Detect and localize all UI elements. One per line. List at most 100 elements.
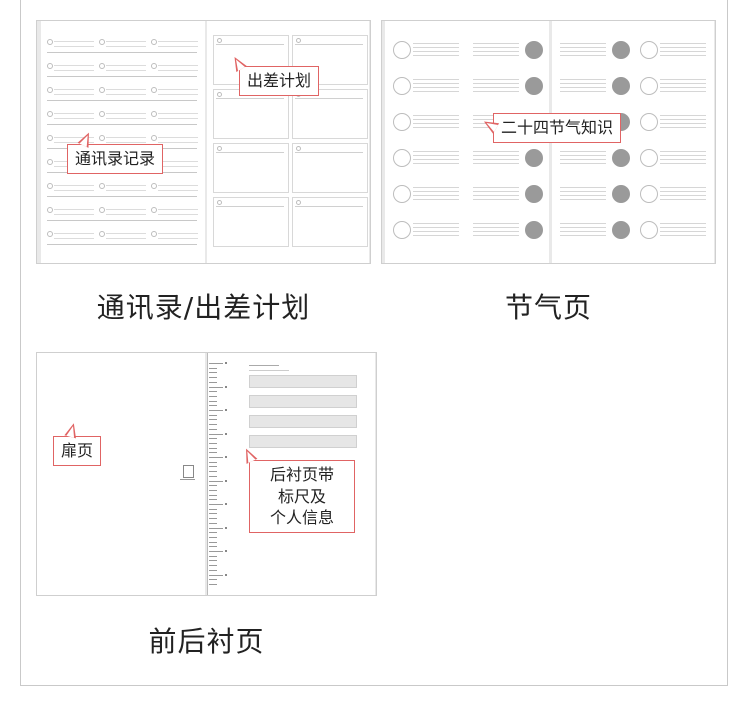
solar-term-text-line: [660, 223, 706, 224]
contact-entry-marker: [99, 39, 105, 45]
solar-term-filled-icon: [525, 41, 543, 59]
trip-plan-box-marker: [217, 200, 222, 205]
solar-terms-callout: 二十四节气知识: [493, 113, 622, 143]
contact-entry-line: [54, 65, 94, 66]
contact-entry-line: [106, 113, 146, 114]
ruler-tick: [209, 504, 223, 505]
ruler-tick: [209, 546, 217, 548]
contact-entry-line: [158, 113, 198, 114]
solar-term-seal-icon: [393, 221, 411, 239]
contact-row-divider: [47, 196, 197, 197]
ruler-tick: [209, 372, 217, 374]
solar-term-text-line: [560, 87, 606, 88]
ruler-edge-line: [207, 353, 208, 595]
solar-term-text-line: [413, 115, 459, 116]
solar-term-text-line: [560, 91, 606, 92]
solar-term-text-line: [413, 123, 459, 124]
contact-entry-line: [158, 89, 198, 90]
contact-entry-marker: [47, 159, 53, 165]
solar-term-text-line: [660, 159, 706, 160]
ruler-number-mark: [225, 456, 227, 458]
solar-term-text-line: [660, 127, 706, 128]
ruler-number-mark: [225, 432, 227, 435]
solar-term-text-line: [560, 195, 606, 196]
solar-term-text-line: [413, 231, 459, 232]
ruler-tick: [209, 410, 223, 411]
contact-entry-line: [54, 118, 94, 119]
ruler-tick: [209, 532, 217, 534]
solar-term-seal-icon: [393, 77, 411, 95]
solar-term-text-line: [473, 151, 519, 152]
solar-term-text-line: [660, 191, 706, 192]
trip-plan-box-marker: [296, 38, 301, 43]
contact-entry-marker: [99, 63, 105, 69]
contact-entry-line: [106, 118, 146, 119]
trip-plan-box-header-line: [216, 44, 284, 45]
ruler-tick: [209, 433, 223, 435]
solar-term-text-line: [413, 43, 459, 44]
contact-entry-marker: [47, 183, 53, 189]
contact-row-divider: [47, 52, 197, 53]
solar-term-seal-icon: [393, 41, 411, 59]
solar-term-text-line: [473, 223, 519, 224]
contact-entry-marker: [99, 231, 105, 237]
title-page-emblem-line: [180, 479, 195, 480]
ruler-tick: [209, 569, 217, 571]
contact-entry-line: [158, 70, 198, 71]
contact-entry-line: [106, 41, 146, 42]
solar-term-text-line: [660, 115, 706, 116]
trip-plan-box: [292, 197, 368, 247]
solar-term-text-line: [473, 83, 519, 84]
contact-entry-line: [54, 190, 94, 191]
solar-term-text-line: [660, 91, 706, 92]
ruler-number-mark: [225, 526, 227, 529]
solar-term-text-line: [660, 227, 706, 228]
solar-term-text-line: [413, 51, 459, 52]
contact-entry-line: [158, 142, 198, 143]
solar-term-text-line: [560, 43, 606, 44]
ruler-number-mark: [225, 573, 227, 576]
solar-term-text-line: [413, 127, 459, 128]
trip-plan-box: [213, 197, 289, 247]
contact-entry-line: [158, 166, 198, 167]
ruler-tick: [209, 489, 217, 491]
contact-entry-line: [158, 94, 198, 95]
contact-entry-marker: [47, 63, 53, 69]
ruler-tick: [209, 447, 217, 449]
solar-term-text-line: [413, 151, 459, 152]
solar-term-text-line: [473, 91, 519, 92]
solar-term-text-line: [660, 79, 706, 80]
contact-entry-line: [106, 214, 146, 215]
solar-term-text-line: [473, 47, 519, 48]
info-title-line: [249, 365, 279, 366]
contact-entry-line: [54, 41, 94, 42]
solar-term-text-line: [473, 235, 519, 236]
contact-entry-line: [54, 185, 94, 186]
solar-term-filled-icon: [612, 77, 630, 95]
solar-term-text-line: [413, 47, 459, 48]
solar-term-text-line: [660, 43, 706, 44]
solar-term-text-line: [660, 151, 706, 152]
solar-term-text-line: [560, 163, 606, 164]
trip-plan-box: [213, 89, 289, 139]
solar-term-text-line: [413, 163, 459, 164]
solar-term-text-line: [473, 51, 519, 52]
contact-entry-marker: [47, 39, 53, 45]
solar-term-filled-icon: [612, 221, 630, 239]
title-page: [37, 353, 205, 595]
solar-term-text-line: [413, 227, 459, 228]
solar-term-text-line: [660, 235, 706, 236]
solar-term-text-line: [660, 155, 706, 156]
ruler-tick: [209, 367, 217, 369]
info-field-bar: [249, 395, 357, 408]
solar-term-text-line: [560, 155, 606, 156]
contact-entry-marker: [47, 87, 53, 93]
solar-term-text-line: [413, 91, 459, 92]
solar-term-text-line: [560, 199, 606, 200]
solar-term-text-line: [660, 87, 706, 88]
contact-entry-line: [158, 233, 198, 234]
ruler-tick: [209, 555, 217, 557]
endpapers-caption: 前后衬页: [148, 625, 265, 658]
contact-entry-line: [158, 190, 198, 191]
contact-entry-line: [158, 161, 198, 162]
